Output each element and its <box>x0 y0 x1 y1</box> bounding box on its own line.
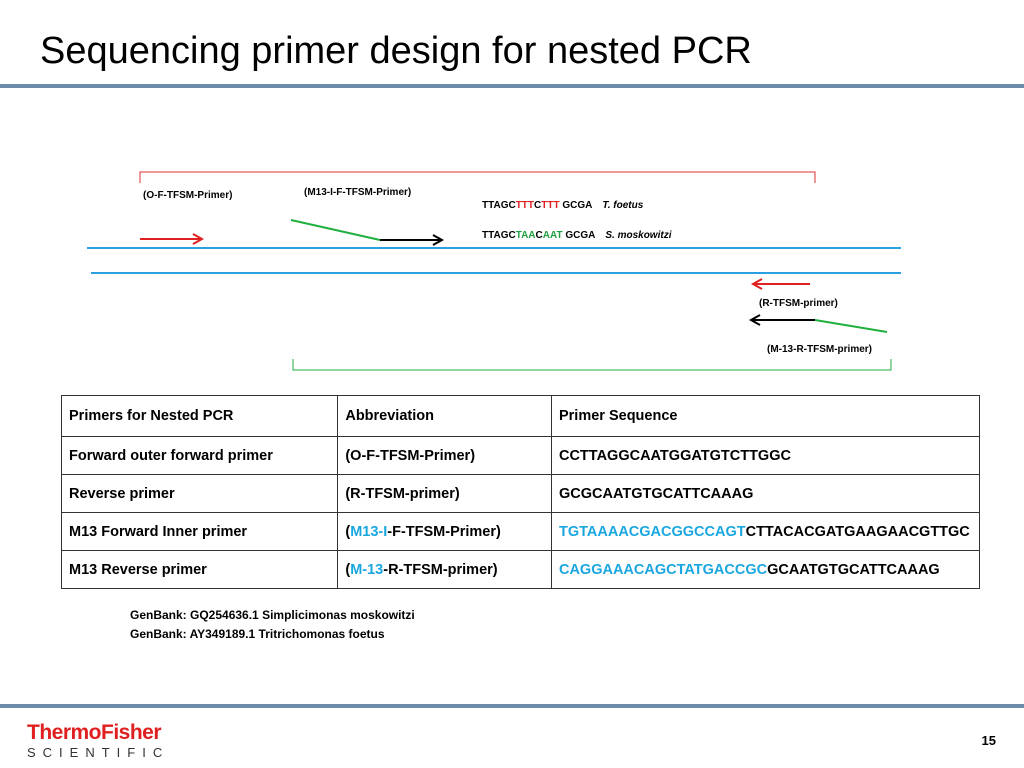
table-row: M13 Reverse primer (M-13-R-TFSM-primer) … <box>60 550 981 589</box>
primer-abbreviation: (M-13-R-TFSM-primer) <box>337 550 552 589</box>
column-header: Primer Sequence <box>550 395 981 437</box>
table-header-row: Primers for Nested PCR Abbreviation Prim… <box>60 395 981 437</box>
thermo-fisher-logo: ThermoFisher SCIENTIFIC <box>27 722 169 762</box>
primer-name: Reverse primer <box>60 474 339 513</box>
column-header: Abbreviation <box>337 395 552 437</box>
o-f-primer-label: (O-F-TFSM-Primer) <box>143 190 232 201</box>
primer-abbreviation: (O-F-TFSM-Primer) <box>337 436 552 475</box>
o-f-primer-arrow <box>140 233 205 245</box>
column-header: Primers for Nested PCR <box>60 395 339 437</box>
genbank-reference: GenBank: GQ254636.1 Simplicimonas moskow… <box>130 608 415 622</box>
primer-name: M13 Reverse primer <box>60 550 339 589</box>
logo-subtitle: SCIENTIFIC <box>27 745 170 760</box>
footer-divider <box>0 704 1024 708</box>
primer-sequence: TGTAAAACGACGGCCAGTCTTACACGATGAAGAACGTTGC <box>550 512 981 551</box>
primer-table: Primers for Nested PCR Abbreviation Prim… <box>60 395 981 589</box>
page-title: Sequencing primer design for nested PCR <box>40 30 752 72</box>
m13-f-primer-label: (M13-I-F-TFSM-Primer) <box>304 187 411 198</box>
r-primer-arrow <box>750 278 810 290</box>
primer-sequence: CCTTAGGCAATGGATGTCTTGGC <box>550 436 981 475</box>
primer-sequence: CAGGAAACAGCTATGACCGCGCAATGTGCATTCAAAG <box>550 550 981 589</box>
pcr-diagram: (O-F-TFSM-Primer) (M13-I-F-TFSM-Primer) … <box>87 171 901 371</box>
logo-wordmark: ThermoFisher <box>27 721 162 744</box>
m13-r-primer-label: (M-13-R-TFSM-primer) <box>767 344 872 355</box>
table-row: Reverse primer (R-TFSM-primer) GCGCAATGT… <box>60 474 981 513</box>
species-s-moskowitzi: S. moskowitzi <box>605 230 671 241</box>
page-number: 15 <box>981 733 996 748</box>
inner-bracket <box>292 359 892 371</box>
table-row: Forward outer forward primer (O-F-TFSM-P… <box>60 436 981 475</box>
primer-abbreviation: (M13-I-F-TFSM-Primer) <box>337 512 552 551</box>
primer-sequence: GCGCAATGTGCATTCAAAG <box>550 474 981 513</box>
table-row: M13 Forward Inner primer (M13-I-F-TFSM-P… <box>60 512 981 551</box>
outer-bracket <box>139 171 816 183</box>
r-primer-label: (R-TFSM-primer) <box>759 298 838 309</box>
primer-name: M13 Forward Inner primer <box>60 512 339 551</box>
primer-name: Forward outer forward primer <box>60 436 339 475</box>
genbank-references: GenBank: GQ254636.1 Simplicimonas moskow… <box>130 606 415 644</box>
title-divider <box>0 84 1024 88</box>
genbank-reference: GenBank: AY349189.1 Tritrichomonas foetu… <box>130 627 385 641</box>
m13-r-primer-arrow <box>748 314 888 333</box>
species-t-foetus: T. foetus <box>602 200 643 211</box>
primer-abbreviation: (R-TFSM-primer) <box>337 474 552 513</box>
m13-f-primer-arrow <box>290 219 445 246</box>
